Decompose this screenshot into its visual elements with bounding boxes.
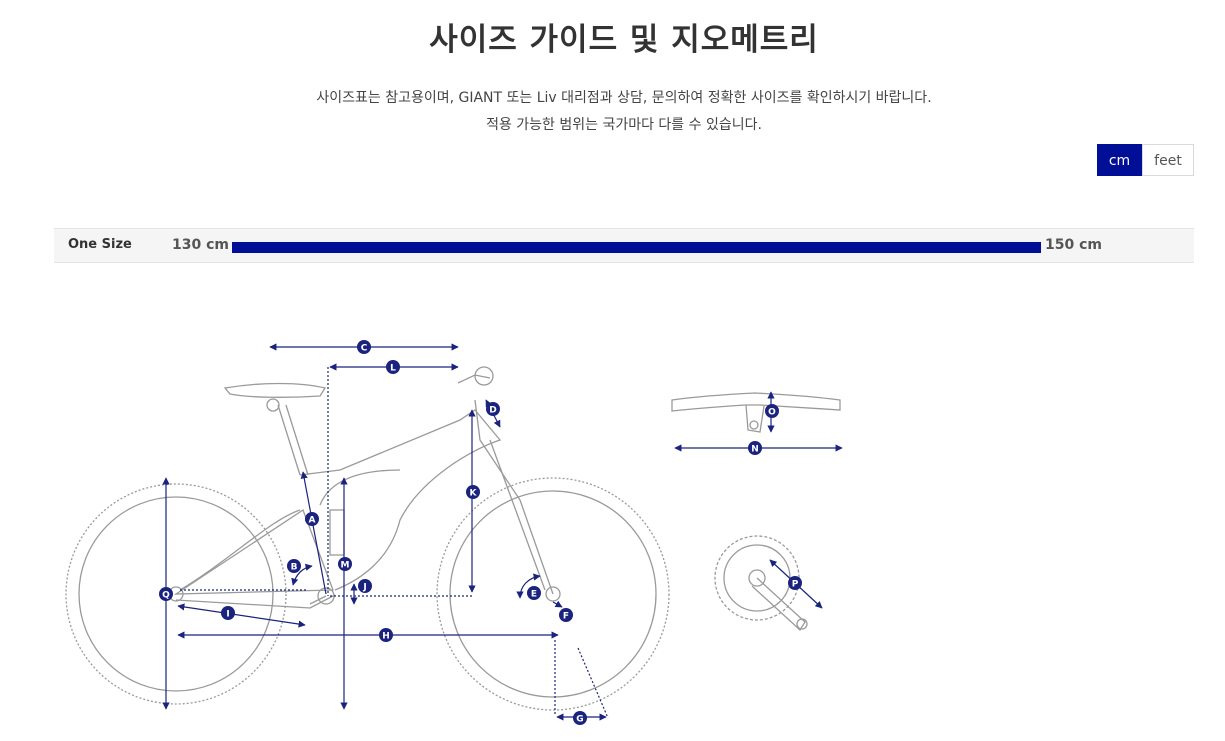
size-guide-notice-2: 적용 가능한 범위는 국가마다 다를 수 있습니다. [486, 117, 762, 133]
dimension-label-text: C L D K A M B J Q I H E F G O N P [162, 344, 799, 725]
dim-f-line [552, 600, 563, 608]
label-l [386, 360, 400, 374]
size-guide-notice: 사이즈표는 참고용이며, GIANT 또는 Liv 대리점과 상담, 문의하여 … [316, 90, 932, 106]
size-range-bar [232, 242, 1041, 253]
label-d-text: D [489, 406, 496, 416]
label-d [486, 402, 500, 416]
label-b-text: B [291, 563, 298, 573]
size-name: One Size [68, 237, 132, 252]
label-i-text: I [226, 610, 229, 620]
label-j-text: J [362, 583, 366, 593]
page-title: 사이즈 가이드 및 지오메트리 [429, 22, 819, 58]
label-n [748, 441, 762, 455]
dimension-labels [159, 340, 802, 725]
label-f-text: F [563, 612, 569, 622]
dim-e-arc [516, 573, 541, 599]
label-a [305, 512, 319, 526]
bike-illustration [65, 366, 670, 711]
handlebar-illustration [671, 392, 841, 433]
label-b [287, 559, 301, 573]
label-g [573, 711, 587, 725]
label-o [765, 404, 779, 418]
label-k-text: K [470, 489, 478, 499]
size-range-max: 150 cm [1045, 237, 1102, 253]
label-q-text: Q [162, 591, 170, 601]
label-o-text: O [768, 408, 776, 418]
label-p-text: P [792, 580, 799, 590]
label-f [559, 608, 573, 622]
label-m [338, 557, 352, 571]
label-h [379, 628, 393, 642]
label-g-text: G [576, 715, 583, 725]
unit-cm-button[interactable]: cm [1097, 144, 1142, 176]
size-row: One Size 130 cm 150 cm [54, 228, 1194, 263]
label-e [527, 586, 541, 600]
label-j [358, 579, 372, 593]
label-i [221, 606, 235, 620]
label-e-text: E [531, 590, 537, 600]
label-a-text: A [309, 516, 316, 526]
dim-b-arc [291, 563, 313, 586]
unit-feet-button[interactable]: feet [1142, 144, 1194, 176]
dim-i-line [177, 603, 306, 628]
label-l-text: L [390, 364, 396, 374]
label-h-text: H [382, 632, 390, 642]
unit-toggle: cm feet [1097, 144, 1194, 176]
label-k [466, 485, 480, 499]
label-m-text: M [341, 561, 350, 571]
label-q [159, 587, 173, 601]
label-p [788, 576, 802, 590]
label-n-text: N [751, 445, 759, 455]
label-c [357, 340, 371, 354]
dim-a-line [300, 471, 327, 595]
size-range-min: 130 cm [172, 237, 229, 253]
label-c-text: C [361, 344, 368, 354]
